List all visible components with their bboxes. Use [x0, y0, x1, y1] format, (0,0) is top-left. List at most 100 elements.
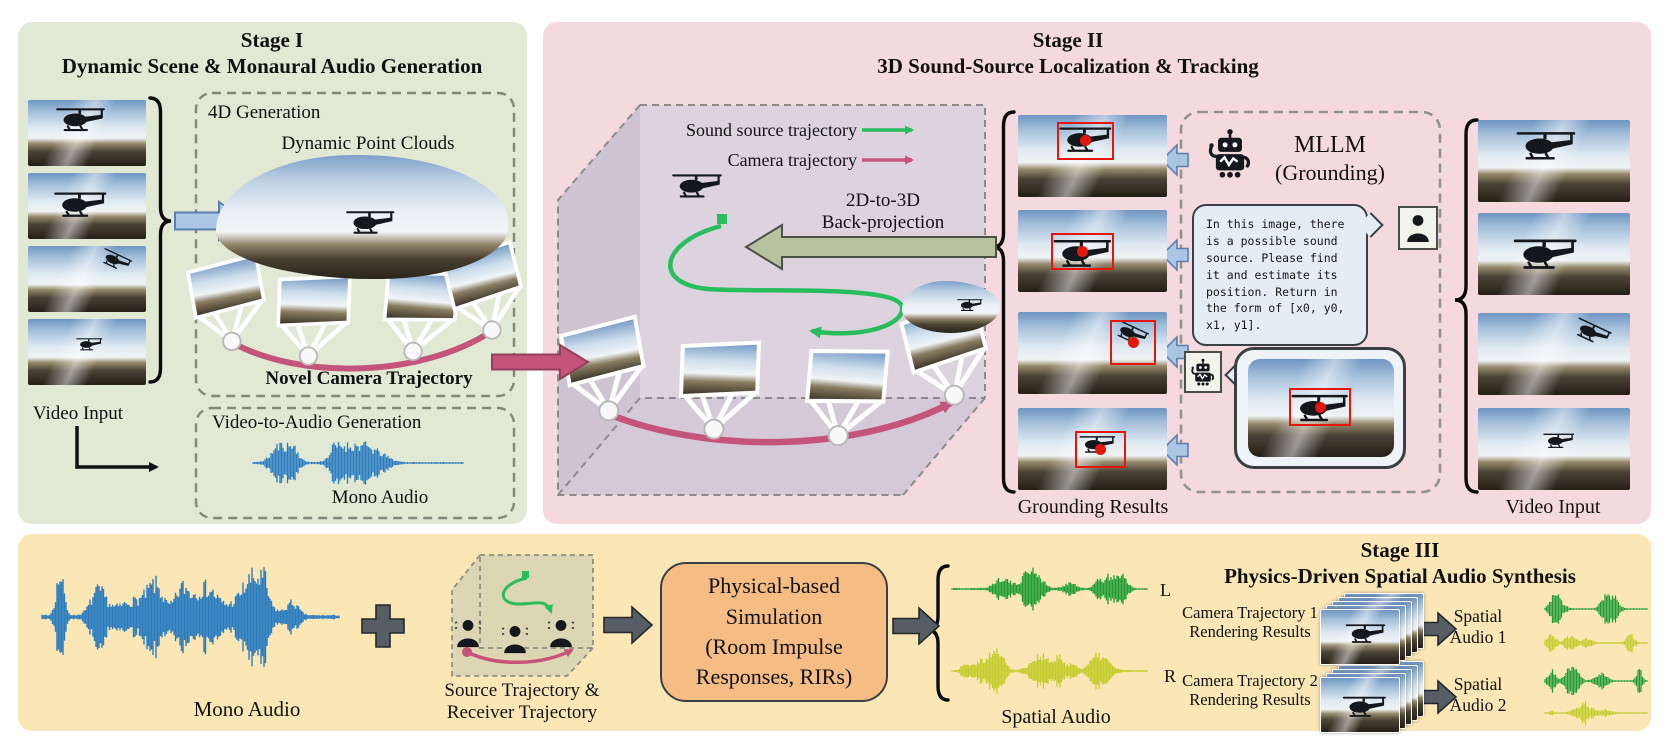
video-to-audio-label: Video-to-Audio Generation — [212, 412, 422, 433]
helicopter-icon — [345, 210, 396, 234]
camera-trajectory1-label: Camera Trajectory 1 Rendering Results — [1182, 603, 1318, 642]
mllm-sub-label: (Grounding) — [1275, 160, 1385, 185]
robot-icon-box — [1184, 351, 1222, 393]
mono-audio-waveform-stage1 — [252, 441, 464, 485]
video-to-audio-arrow — [75, 426, 159, 472]
point-cloud-image — [216, 155, 508, 279]
stage3-title: Stage III Physics-Driven Spatial Audio S… — [1224, 538, 1576, 588]
bounding-box — [1056, 121, 1115, 160]
helicopter-icon — [956, 298, 983, 311]
sound-source-trajectory-curve — [668, 223, 905, 339]
right-channel-waveform — [951, 648, 1148, 694]
source-point — [1077, 245, 1089, 257]
from-simulation-arrow — [892, 606, 941, 646]
camera-trajectory-curve-stage2 — [604, 400, 954, 446]
plus-icon — [361, 604, 405, 648]
bounding-box — [1074, 430, 1127, 468]
prompt-text: In this image, there is a possible sound… — [1206, 217, 1345, 333]
mllm-box — [1179, 110, 1442, 494]
stage2-title: Stage II 3D Sound-Source Localization & … — [877, 28, 1259, 78]
mllm-out-arrow-2 — [1160, 238, 1189, 272]
helicopter-icon — [55, 107, 106, 132]
source-point — [1094, 443, 1106, 455]
bounding-box — [1288, 388, 1352, 426]
video-frame — [1478, 313, 1630, 395]
simulation-box: Physical-based Simulation (Room Impulse … — [660, 562, 888, 702]
4d-generation-label: 4D Generation — [208, 102, 321, 123]
grounding-frame — [1018, 115, 1167, 197]
right-channel-label: R — [1164, 666, 1177, 686]
grounding-frame — [1018, 408, 1167, 490]
listener-icon — [502, 624, 528, 654]
back-projection-arrow — [744, 223, 997, 271]
helicopter-icon — [1512, 238, 1579, 270]
video-frame — [28, 100, 146, 166]
helicopter-icon — [1515, 130, 1578, 160]
helicopter-icon — [75, 337, 103, 351]
mono-audio-label-stage3: Mono Audio — [193, 697, 301, 721]
bounding-box — [1110, 320, 1157, 366]
back-projected-frame — [902, 281, 1000, 333]
rendering-stack-2 — [1320, 661, 1430, 733]
rendering-stack-1 — [1320, 593, 1430, 665]
legend-camera-label: Camera trajectory — [727, 150, 857, 170]
bounding-box — [1050, 232, 1115, 270]
dynamic-point-clouds-label: Dynamic Point Clouds — [281, 133, 455, 154]
helicopter-icon — [1342, 695, 1388, 717]
helicopter-icon — [671, 173, 723, 198]
spatial-audio2-label: Spatial Audio 2 — [1449, 674, 1507, 715]
answer-frame — [1248, 359, 1394, 457]
video-frame — [28, 246, 146, 312]
video-frame — [1478, 408, 1630, 490]
spatial1-right-waveform — [1544, 633, 1648, 653]
video-frame — [28, 173, 146, 239]
grounding-results-label: Grounding Results — [1017, 496, 1169, 518]
video-input2-label: Video Input — [1505, 496, 1601, 518]
4d-generation-box — [194, 91, 516, 398]
to-simulation-arrow — [603, 605, 654, 645]
video-input-brace — [148, 96, 172, 384]
trajectory-start-marker — [717, 214, 727, 224]
grounding-frame — [1018, 210, 1167, 292]
back-projection-label: 2D-to-3D Back-projection — [821, 190, 945, 234]
mllm-label: MLLM — [1294, 132, 1366, 158]
spatial-audio-label: Spatial Audio — [1001, 706, 1111, 728]
source-point — [1080, 135, 1092, 147]
spatial-audio1-label: Spatial Audio 1 — [1449, 606, 1507, 647]
helicopter-icon — [1571, 316, 1613, 349]
room-source-trajectory — [501, 576, 553, 614]
video-to-audio-box — [194, 406, 516, 520]
answer-bubble — [1234, 347, 1406, 469]
spatial2-right-waveform — [1544, 700, 1648, 726]
source-point — [1127, 337, 1139, 349]
video-input2-brace — [1454, 118, 1479, 494]
helicopter-icon — [52, 190, 108, 217]
helicopter-icon — [1345, 623, 1387, 643]
user-icon-box — [1398, 206, 1438, 250]
room-trajectory-start — [522, 571, 529, 578]
stage1-title: Stage I Dynamic Scene & Monaural Audio G… — [61, 28, 483, 78]
source-receiver-label: Source Trajectory & Receiver Trajectory — [444, 680, 600, 724]
camera-trajectory-curve-stage1 — [229, 328, 494, 372]
listener-icon — [548, 618, 574, 648]
video-input-label: Video Input — [32, 403, 124, 424]
spatial1-left-waveform — [1544, 594, 1648, 624]
grounding-frame — [1018, 312, 1167, 394]
mllm-out-arrow-1 — [1160, 143, 1189, 177]
video-frame — [28, 319, 146, 385]
robot-icon — [1191, 358, 1215, 386]
helicopter-icon — [1542, 432, 1575, 449]
user-icon — [1407, 215, 1429, 242]
legend-source-label: Sound source trajectory — [686, 120, 857, 140]
spatial2-left-waveform — [1544, 666, 1648, 696]
left-channel-label: L — [1160, 580, 1171, 600]
novel-camera-trajectory-label: Novel Camera Trajectory — [265, 368, 473, 389]
prompt-bubble: In this image, there is a possible sound… — [1192, 204, 1368, 346]
helicopter-icon — [98, 247, 133, 274]
stage1-to-stage2-arrow — [491, 343, 590, 381]
mllm-out-arrow-4 — [1160, 433, 1189, 467]
video-frame — [1478, 213, 1630, 295]
listener-icon — [455, 618, 481, 648]
